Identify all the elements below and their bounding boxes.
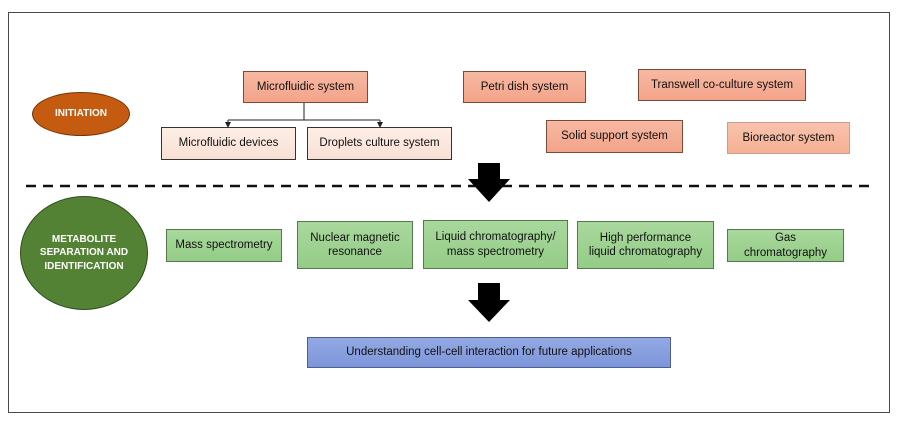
stage-initiation-label: INITIATION [54, 108, 108, 120]
node-gas-chromatography: Gas chromatography [727, 229, 844, 262]
node-droplets-culture: Droplets culture system [307, 127, 452, 160]
node-nmr: Nuclear magnetic resonance [297, 221, 413, 269]
node-lcms: Liquid chromatography/ mass spectrometry [423, 220, 568, 269]
node-microfluidic-system: Microfluidic system [243, 71, 368, 103]
down-arrow-1 [468, 163, 510, 202]
node-lcms-label: Liquid chromatography/ mass spectrometry [435, 231, 556, 258]
node-nmr-label: Nuclear magnetic resonance [310, 231, 400, 258]
node-mass-spectrometry-label: Mass spectrometry [175, 239, 273, 252]
node-microfluidic-devices: Microfluidic devices [161, 127, 296, 160]
node-transwell-label: Transwell co-culture system [650, 78, 794, 91]
node-bioreactor-label: Bioreactor system [742, 131, 835, 144]
diagram-frame [8, 12, 890, 413]
node-microfluidic-system-label: Microfluidic system [256, 80, 355, 93]
node-transwell: Transwell co-culture system [638, 69, 806, 101]
node-outcome: Understanding cell-cell interaction for … [307, 337, 671, 368]
node-petri-dish: Petri dish system [463, 71, 586, 103]
node-hplc: High performance liquid chromatography [577, 221, 714, 269]
node-solid-support-label: Solid support system [561, 130, 668, 143]
stage-metabolite: METABOLITE SEPARATION AND IDENTIFICATION [20, 196, 148, 310]
stage-metabolite-label: METABOLITE SEPARATION AND IDENTIFICATION [39, 233, 129, 272]
node-outcome-label: Understanding cell-cell interaction for … [346, 346, 632, 359]
node-petri-dish-label: Petri dish system [480, 80, 569, 93]
node-gas-chromatography-label: Gas chromatography [743, 232, 828, 259]
node-hplc-label: High performance liquid chromatography [588, 231, 703, 258]
node-droplets-culture-label: Droplets culture system [319, 137, 440, 150]
node-microfluidic-devices-label: Microfluidic devices [178, 137, 279, 150]
node-solid-support: Solid support system [546, 120, 683, 153]
node-bioreactor: Bioreactor system [727, 122, 850, 154]
node-mass-spectrometry: Mass spectrometry [166, 229, 282, 262]
down-arrow-2 [468, 283, 510, 322]
stage-initiation: INITIATION [32, 92, 130, 136]
